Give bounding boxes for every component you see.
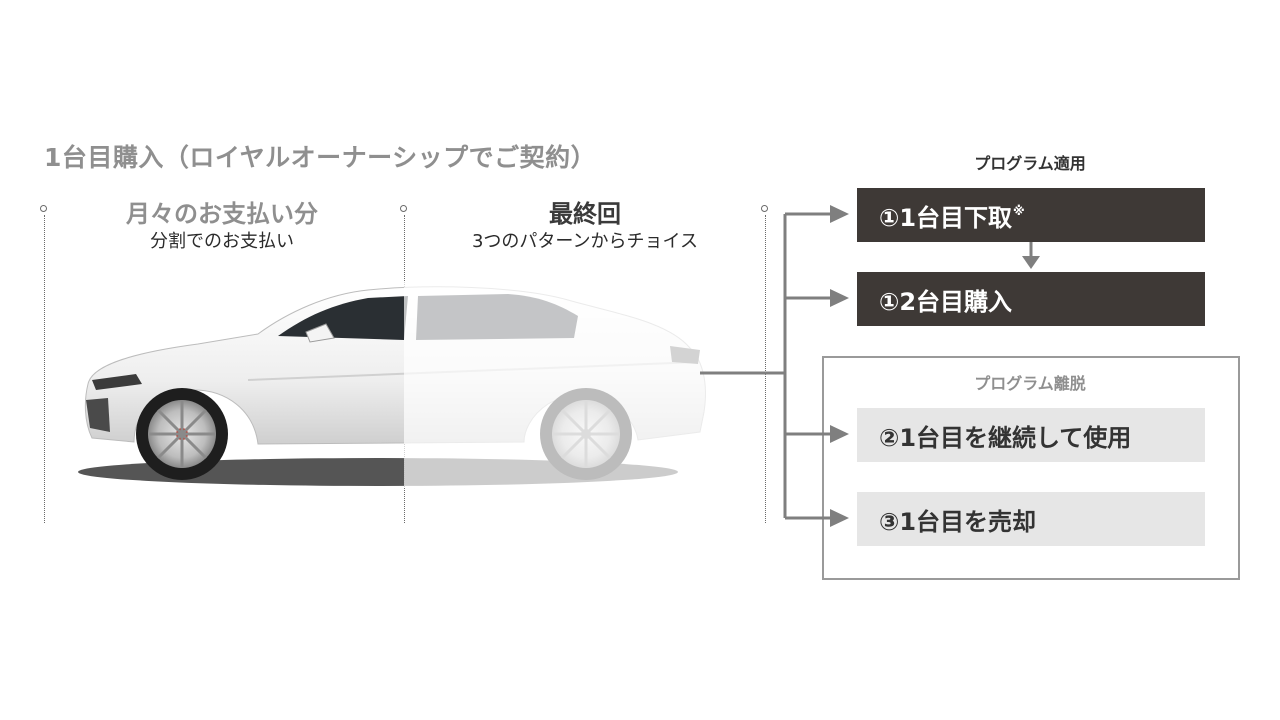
option-trade-in-note: ※ (1013, 204, 1025, 218)
car-front-wheel (136, 388, 228, 480)
column-monthly-heading: 月々のお支払い分 (126, 200, 318, 228)
arrow-down-icon (1022, 256, 1040, 269)
column-monthly-subheading: 分割でのお支払い (150, 231, 294, 252)
arrow-right-icon (830, 205, 849, 223)
option-second-purchase-text: ①2台目購入 (879, 287, 1013, 316)
car-headlight (92, 374, 142, 390)
timeline-line-start (44, 215, 45, 523)
car-mirror (305, 323, 335, 343)
timeline-dot-final (400, 205, 407, 212)
car-fade-overlay (404, 282, 718, 488)
column-final: 最終回 3つのパターンからチョイス (440, 200, 730, 254)
column-final-heading: 最終回 (549, 200, 621, 228)
option-keep-using-box: ②1台目を継続して使用 (857, 408, 1205, 462)
option-sell-text: ③1台目を売却 (879, 507, 1037, 536)
option-trade-in-text: ①1台目下取 (879, 203, 1013, 232)
arrow-right-icon (830, 509, 849, 527)
column-monthly: 月々のお支払い分 分割でのお支払い (104, 200, 340, 254)
timeline-dot-start (40, 205, 47, 212)
car-illustration (78, 282, 718, 488)
option-second-purchase-box: ①2台目購入 (857, 272, 1205, 326)
option-trade-in-box: ①1台目下取※ (857, 188, 1205, 242)
arrow-right-icon (830, 289, 849, 307)
program-apply-label: プログラム適用 (974, 154, 1086, 173)
timeline-line-options (765, 215, 766, 523)
column-final-subheading: 3つのパターンからチョイス (471, 231, 698, 252)
timeline-dot-options (761, 205, 768, 212)
car-grille (86, 398, 110, 432)
option-sell-box: ③1台目を売却 (857, 492, 1205, 546)
option-keep-using-text: ②1台目を継続して使用 (879, 423, 1132, 452)
program-exit-label: プログラム離脱 (974, 374, 1086, 393)
program-exit-frame (822, 356, 1240, 580)
page-title: 1台目購入（ロイヤルオーナーシップでご契約） (44, 143, 597, 172)
arrow-right-icon (830, 425, 849, 443)
car-front-window (278, 296, 408, 340)
